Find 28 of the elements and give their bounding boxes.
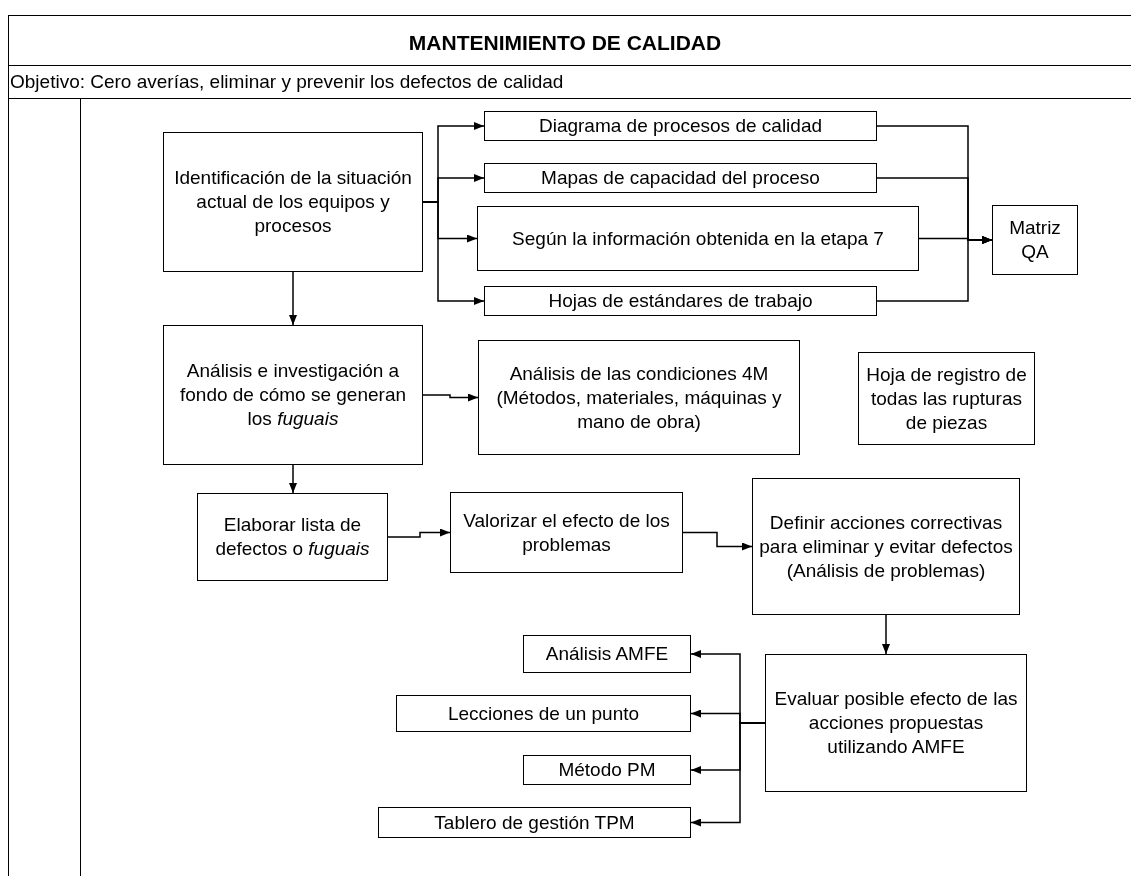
process-box: Diagrama de procesos de calidad [484, 111, 877, 141]
process-box: Definir acciones correctivas para eliminar y evitar defectos (Análisis de problemas) [752, 478, 1020, 615]
process-box: Matriz QA [992, 205, 1078, 275]
process-box: Análisis de las condiciones 4M (Métodos, materiales, máquinas y mano de obra) [478, 340, 800, 455]
objective-text: Objetivo: Cero averías, eliminar y prevenir los defectos de calidad [10, 70, 564, 94]
process-box: Método PM [523, 755, 691, 785]
arrow [682, 531, 753, 551]
process-box: Evaluar posible efecto de las acciones propuestas utilizando AMFE [765, 654, 1027, 792]
process-box: Valorizar el efecto de los problemas [450, 492, 683, 573]
process-box: Lecciones de un punto [396, 695, 691, 732]
arrow [876, 236, 993, 302]
arrow [882, 614, 890, 655]
arrow [422, 393, 479, 402]
arrow [289, 271, 297, 326]
title: MANTENIMIENTO DE CALIDAD [407, 30, 723, 56]
process-box: Mapas de capacidad del proceso [484, 163, 877, 193]
arrow [289, 464, 297, 494]
arrow [690, 722, 766, 827]
process-box: Análisis e investigación a fondo de cómo se generan los fuguais [163, 325, 423, 465]
process-box: Tablero de gestión TPM [378, 807, 691, 838]
process-box: Según la información obtenida en la etapa 7 [477, 206, 919, 271]
process-box: Hoja de registro de todas las rupturas de piezas [858, 352, 1035, 445]
arrow [422, 201, 485, 305]
arrow [387, 528, 451, 538]
process-box: Identificación de la situación actual de los equipos y procesos [163, 132, 423, 272]
process-box: Elaborar lista de defectos o fuguais [197, 493, 388, 581]
process-box: Análisis AMFE [523, 635, 691, 673]
process-box: Hojas de estándares de trabajo [484, 286, 877, 316]
